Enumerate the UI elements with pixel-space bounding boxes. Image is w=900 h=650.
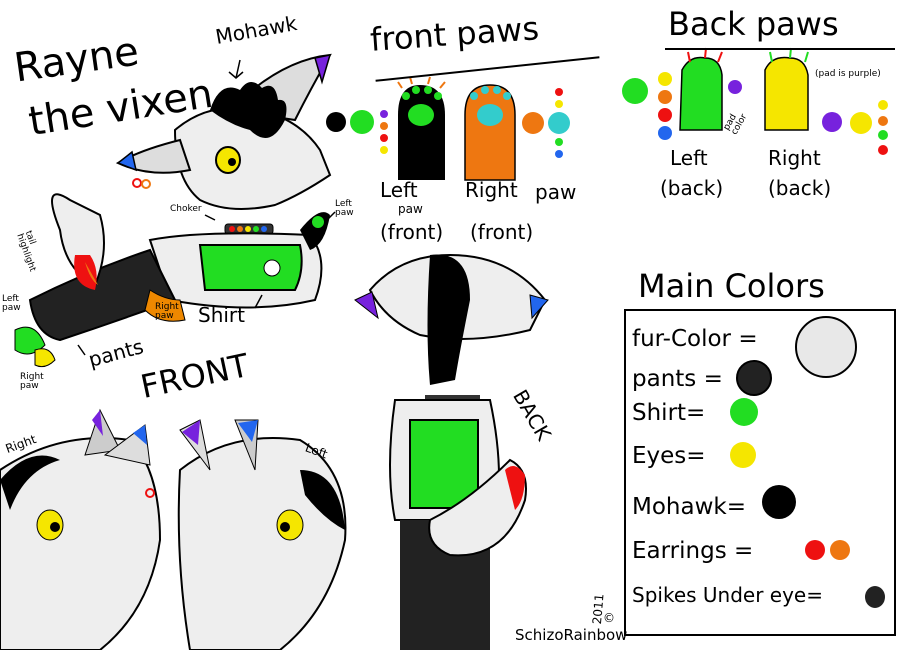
front-left-caption-3: (front) <box>380 220 444 244</box>
back-swatch-green <box>622 78 648 104</box>
label-right-paw-front: Right paw <box>155 302 179 321</box>
back-tail <box>428 458 527 557</box>
front-right-paw-drawing <box>464 84 516 181</box>
front-swatch-orange <box>522 112 544 134</box>
legend-row-mohawk: Mohawk= <box>632 496 746 519</box>
front-ear-tip-blue <box>116 150 138 172</box>
legend-label-earrings: Earrings = <box>632 538 754 564</box>
front-swatch-small-6 <box>555 100 563 108</box>
legend-swatch-earrings-1 <box>805 540 825 560</box>
front-swatch-cyan <box>548 112 570 134</box>
legend-swatch-shirt <box>730 398 758 426</box>
front-swatch-small-3 <box>380 134 388 142</box>
back-swatch-small-8 <box>878 145 888 155</box>
back-left-paw-drawing <box>679 56 723 131</box>
legend-label-eyes: Eyes= <box>632 443 706 469</box>
back-left-caption-1: Left <box>670 146 708 170</box>
back-paws-heading: Back paws <box>668 5 839 43</box>
legend-row-fur: fur-Color = <box>632 328 758 351</box>
front-left-caption-2: paw <box>398 202 423 216</box>
back-right-caption-2: (back) <box>768 176 832 200</box>
front-left-caption-1: Left <box>380 178 418 202</box>
back-swatch-yellow <box>850 112 872 134</box>
front-ear-tip-purple <box>314 54 332 85</box>
legend-swatch-eyes <box>730 442 756 468</box>
front-right-caption-1: Right <box>465 178 518 202</box>
legend-swatch-spikes <box>865 586 885 608</box>
back-swatch-small-1 <box>658 72 672 86</box>
front-shirt <box>198 244 303 291</box>
legend-row-spikes: Spikes Under eye= <box>632 585 823 605</box>
main-colors-heading: Main Colors <box>638 267 825 305</box>
head-right-view <box>0 408 162 650</box>
back-swatch-small-6 <box>878 116 888 126</box>
back-swatch-purple-right <box>822 112 842 132</box>
back-swatch-small-4 <box>658 126 672 140</box>
legend-label-spikes: Spikes Under eye= <box>632 583 823 607</box>
back-right-caption-1: Right <box>768 146 821 170</box>
legend-swatch-earrings-2 <box>830 540 850 560</box>
back-hair <box>427 254 470 385</box>
legend-swatch-mohawk <box>762 485 796 519</box>
front-mohawk <box>210 81 287 138</box>
label-left-paw-lower: Left paw <box>2 294 21 313</box>
legend-swatch-pants <box>736 360 772 396</box>
label-shirt: Shirt <box>198 303 245 327</box>
legend-row-pants: pants = <box>632 368 723 391</box>
front-swatch-small-2 <box>380 122 388 130</box>
front-swatch-small-8 <box>555 150 563 158</box>
front-right-caption-3: (front) <box>470 220 534 244</box>
legend-row-shirt: Shirt= <box>632 402 705 425</box>
front-eye <box>215 146 241 174</box>
front-right-caption-2: paw <box>535 180 577 204</box>
legend-row-earrings: Earrings = <box>632 540 753 563</box>
label-left-paw-side: Left paw <box>335 199 354 218</box>
legend-label-fur: fur-Color = <box>632 326 758 352</box>
back-swatch-purple-left <box>728 80 742 94</box>
head-left-view <box>177 419 347 650</box>
back-swatch-small-3 <box>658 108 672 122</box>
label-choker: Choker <box>170 204 202 214</box>
label-right-paw-back: Right paw <box>20 372 44 391</box>
pad-purple-note: (pad is purple) <box>815 69 881 79</box>
back-shirt <box>409 419 479 509</box>
signature-copyright: © <box>603 611 615 625</box>
legend-label-mohawk: Mohawk= <box>632 494 746 520</box>
back-swatch-small-2 <box>658 90 672 104</box>
front-swatch-black <box>326 112 346 132</box>
front-left-paw-drawing <box>398 85 445 180</box>
back-swatch-small-7 <box>878 130 888 140</box>
front-swatch-small-5 <box>555 88 563 96</box>
back-swatch-small-5 <box>878 100 888 110</box>
back-left-caption-2: (back) <box>660 176 724 200</box>
front-swatch-small-4 <box>380 146 388 154</box>
legend-label-shirt: Shirt= <box>632 400 706 426</box>
legend-label-pants: pants = <box>632 366 723 392</box>
back-right-paw-drawing <box>764 56 809 131</box>
legend-swatch-fur <box>795 316 857 378</box>
front-swatch-small-1 <box>380 110 388 118</box>
legend-row-eyes: Eyes= <box>632 445 706 468</box>
back-paws-underline <box>665 48 895 50</box>
front-swatch-small-7 <box>555 138 563 146</box>
front-swatch-green <box>350 110 374 134</box>
main-colors-box <box>624 309 896 636</box>
signature-name: SchizoRainbow <box>515 626 628 644</box>
